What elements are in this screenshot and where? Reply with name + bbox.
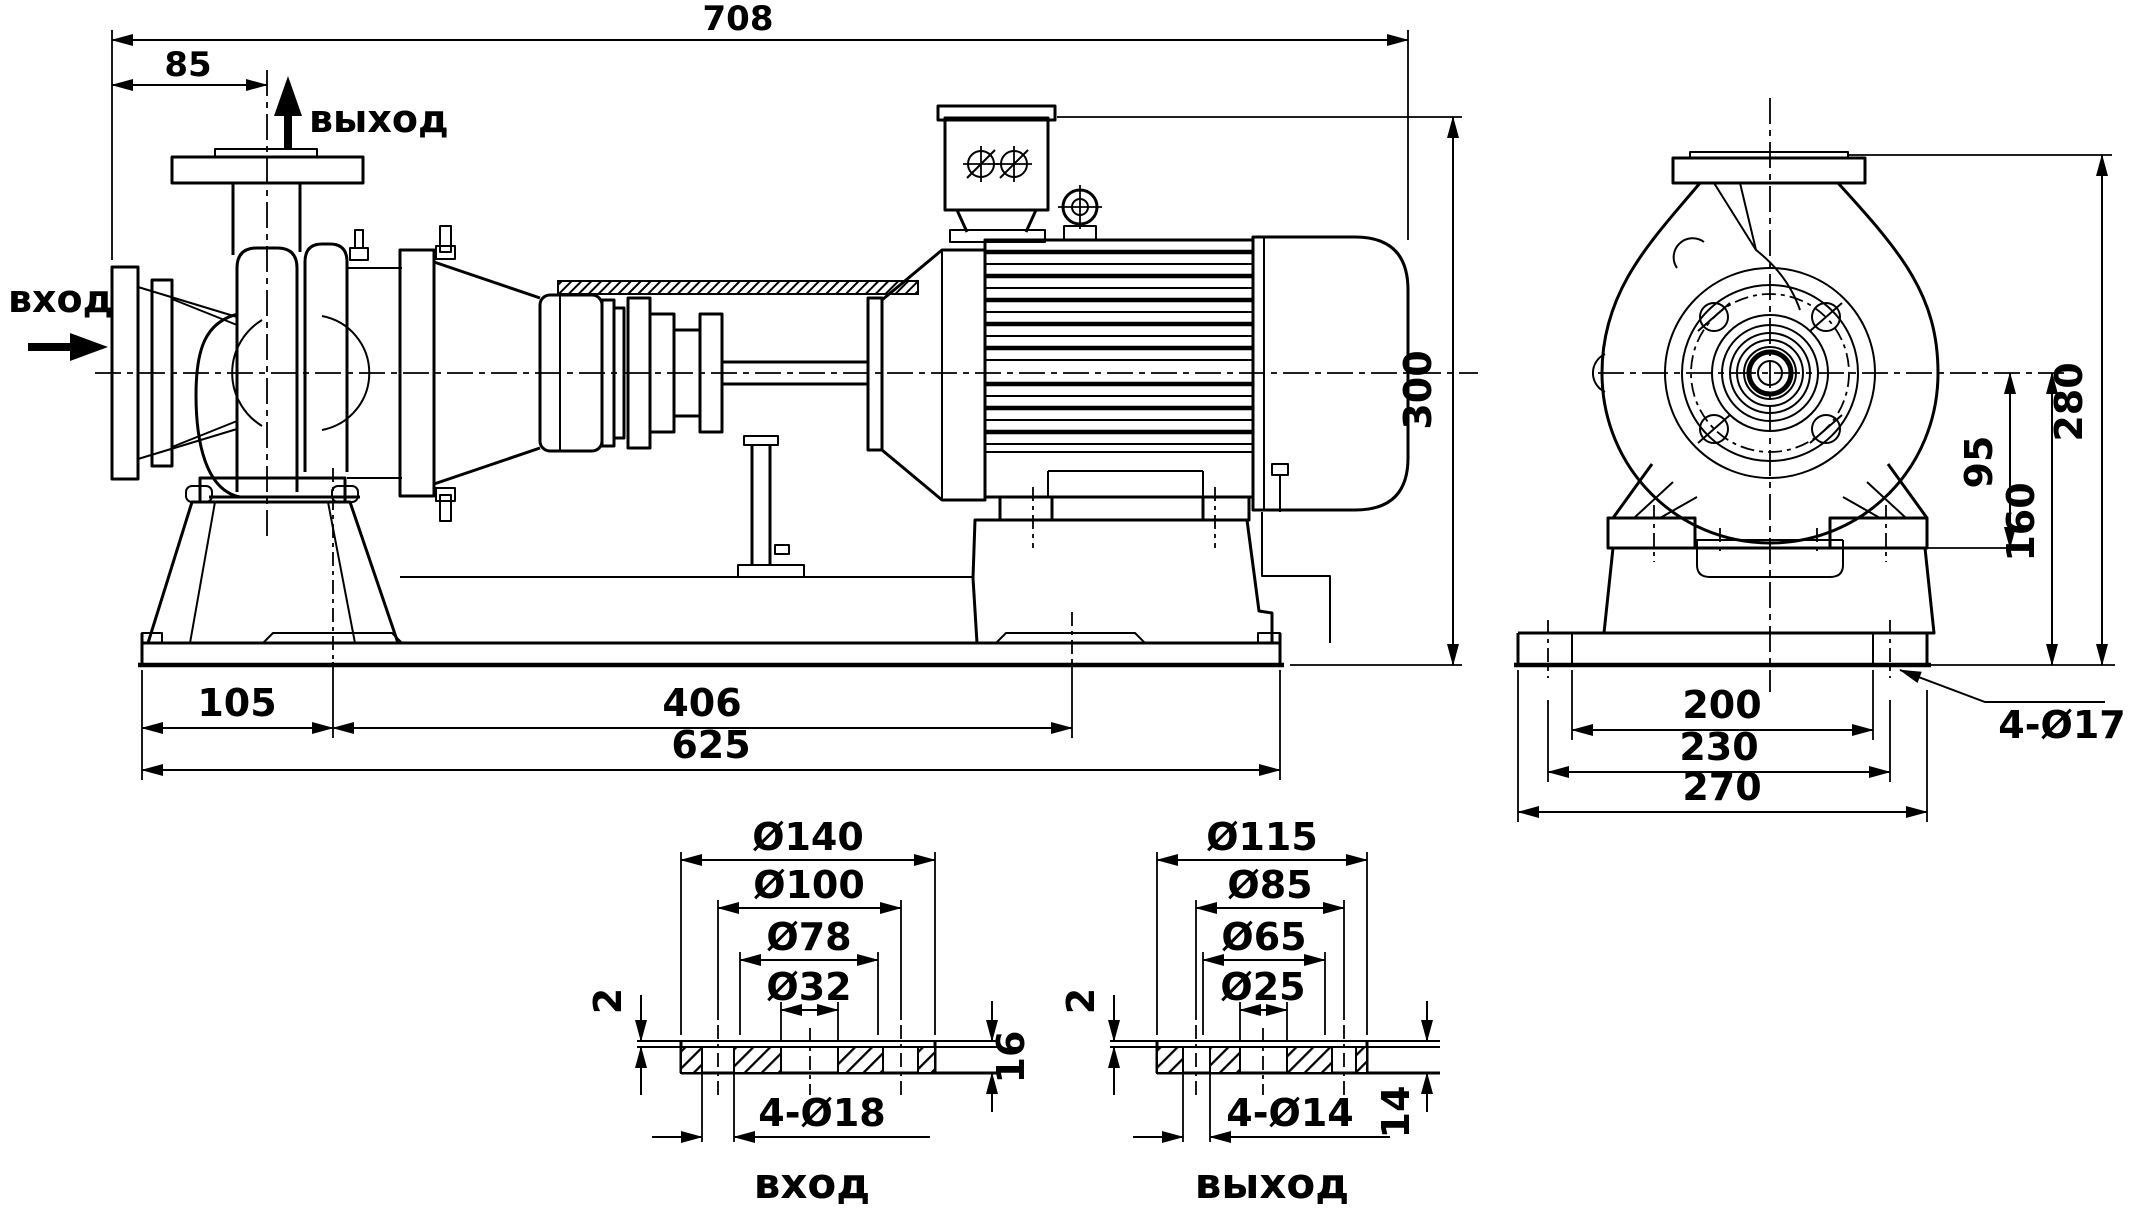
casing-boss-left	[1592, 353, 1606, 393]
dim-406-label: 406	[662, 681, 741, 725]
dim-230-label: 230	[1679, 725, 1758, 769]
dim-2-label: 2	[586, 988, 630, 1014]
outlet-flow-arrowhead-icon	[274, 76, 302, 116]
main-view-dimensions: 708 85 300 105 406 625	[111, 0, 1462, 780]
inlet-label: вход	[8, 277, 113, 321]
dim-4xd18-label: 4-Ø18	[758, 1091, 885, 1135]
inlet-backing-ring	[150, 278, 174, 468]
dim-d140-label: Ø140	[752, 815, 864, 859]
dim-d85-label: Ø85	[1227, 863, 1312, 907]
dim-14-label: 14	[1374, 1086, 1418, 1139]
outlet-label: выход	[309, 97, 449, 141]
pump-pedestal	[146, 500, 400, 645]
terminal-box	[936, 104, 1057, 243]
motor-front-shield	[880, 248, 987, 502]
dim-280-label: 280	[2047, 362, 2091, 441]
dim-d32-label: Ø32	[766, 965, 851, 1009]
outlet-flange-raised-face	[214, 148, 318, 158]
coupling-guard	[557, 280, 919, 295]
dim-160-label: 160	[1999, 482, 2043, 561]
bolt-circle-centerline	[1690, 293, 1850, 453]
dim-708-label: 708	[703, 0, 774, 39]
dim-d65-label: Ø65	[1221, 915, 1306, 959]
flange-bolt-holes	[1697, 302, 1843, 444]
flow-annotations: вход выход	[8, 76, 449, 361]
motor-finned-body	[983, 238, 1255, 499]
baseplate-assembly	[138, 435, 1284, 668]
fan-cowl	[1251, 235, 1410, 512]
pump-foot-left	[1606, 516, 1697, 550]
motor-pedestal	[971, 518, 1274, 645]
bearing-bracket-assembly	[398, 225, 919, 522]
dim-16-label: 16	[989, 1031, 1033, 1084]
terminal-box-lid	[936, 104, 1057, 122]
coupling-hub-motor	[698, 312, 724, 434]
volute-dome	[235, 246, 299, 492]
dim-d78-label: Ø78	[766, 915, 851, 959]
dim-270-label: 270	[1682, 765, 1761, 809]
end-view-pedestal	[1602, 546, 1936, 635]
inlet-flange-dimensions: Ø140 Ø100 Ø78 Ø32 2 16 4-Ø18 вход	[586, 815, 1033, 1208]
leader-4xd17	[1899, 669, 2105, 703]
dim-95-label: 95	[1957, 436, 2001, 489]
dim-625-label: 625	[671, 723, 750, 767]
motor-fins	[985, 249, 1253, 453]
inlet-flange-disc	[110, 265, 140, 481]
dim-d25-label: Ø25	[1220, 965, 1305, 1009]
end-view-dimensions: 95 160 280 200 230 270 4-Ø17	[1517, 154, 2126, 822]
support-foot	[737, 564, 805, 578]
pump-casing-side	[110, 148, 402, 499]
pump-foot-right	[1828, 516, 1929, 550]
dim-300-label: 300	[1396, 350, 1440, 429]
end-view: 95 160 280 200 230 270 4-Ø17	[1514, 98, 2126, 822]
dim-d115-label: Ø115	[1206, 815, 1318, 859]
outlet-flange-detail: Ø115 Ø85 Ø65 Ø25 2 14 4-Ø14 выход	[1059, 815, 1440, 1208]
outlet-flange-title: выход	[1195, 1159, 1349, 1208]
cutwater	[1713, 182, 1757, 251]
inlet-flow-arrowhead-icon	[70, 333, 108, 361]
dim-105-label: 105	[197, 681, 276, 725]
end-view-support	[1514, 463, 1936, 678]
casing-boss-upper	[1672, 237, 1705, 269]
outlet-flange-dimensions: Ø115 Ø85 Ø65 Ø25 2 14 4-Ø14 выход	[1059, 815, 1433, 1208]
dim-200-label: 200	[1682, 683, 1761, 727]
main-side-view: вход выход 708 85 300 105	[8, 0, 1478, 780]
dim-4xd17-label: 4-Ø17	[1998, 703, 2125, 747]
volute-outer-profile	[1600, 181, 1940, 545]
motor-front-plate	[866, 296, 884, 452]
end-view-outlet-flange	[1671, 156, 1867, 185]
shaft-bore	[1746, 349, 1794, 397]
dim-4xd14-label: 4-Ø14	[1226, 1091, 1353, 1135]
inlet-flange-title: вход	[754, 1159, 870, 1208]
inlet-flange-detail: Ø140 Ø100 Ø78 Ø32 2 16 4-Ø18 вход	[586, 815, 1033, 1208]
lifting-eye-icon	[1058, 185, 1102, 241]
casing-left-profile	[194, 312, 241, 499]
electric-motor	[866, 104, 1410, 643]
casing-boss	[303, 242, 349, 472]
dim-85-label: 85	[164, 45, 211, 85]
dim-2r-label: 2	[1059, 988, 1103, 1014]
dim-d100-label: Ø100	[753, 863, 865, 907]
casing-cover	[398, 248, 436, 498]
